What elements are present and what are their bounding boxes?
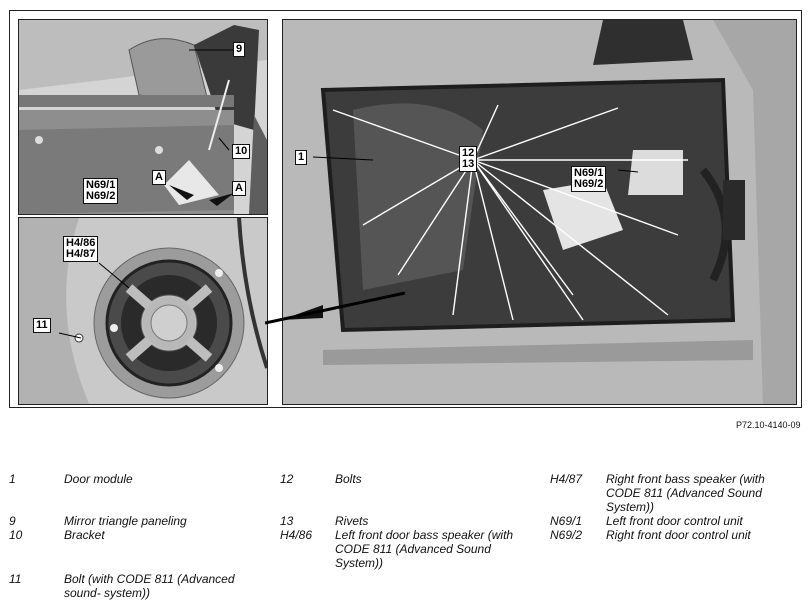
callout-10: 10 xyxy=(232,144,251,159)
main-panel-door-module: 1 12 13 N69/1 N69/2 xyxy=(282,19,797,405)
callout-n69-top: N69/1 N69/2 xyxy=(83,178,119,204)
legend-value: Left front door control unit xyxy=(606,514,743,528)
legend-value: Bolts xyxy=(335,472,362,486)
legend-key: H4/87 xyxy=(550,472,583,486)
legend-value: Right front bass speaker (with CODE 811 … xyxy=(606,472,765,514)
legend-key: H4/86 xyxy=(280,528,313,542)
callout-a-right: A xyxy=(232,181,246,196)
bass-speaker-drawing xyxy=(19,218,267,404)
callout-11: 11 xyxy=(33,318,51,333)
legend-value: Rivets xyxy=(335,514,369,528)
detail-panel-mirror-triangle: 9 10 A A N69/1 N69/2 xyxy=(18,19,268,215)
legend-key: 12 xyxy=(280,472,294,486)
detail-pointer-line xyxy=(265,291,406,325)
legend-value: Bracket xyxy=(64,528,105,542)
callout-h4: H4/86 H4/87 xyxy=(63,236,99,262)
callout-n69-right: N69/1 N69/2 xyxy=(571,166,607,192)
legend-key: 1 xyxy=(9,472,16,486)
legend-key: N69/2 xyxy=(550,528,583,542)
door-module-drawing xyxy=(283,20,796,404)
detail-panel-bass-speaker: H4/86 H4/87 11 xyxy=(18,217,268,405)
legend-value: Mirror triangle paneling xyxy=(64,514,187,528)
legend-key: N69/1 xyxy=(550,514,583,528)
legend-key: 11 xyxy=(9,572,22,586)
figure-reference: P72.10-4140-09 xyxy=(736,420,801,430)
callout-a-left: A xyxy=(152,170,166,185)
callout-1: 1 xyxy=(295,150,308,165)
illustration-frame: 9 10 A A N69/1 N69/2 H4/86 H4/87 11 xyxy=(9,10,802,408)
callout-9: 9 xyxy=(233,42,246,57)
legend: 1 Door module 9 Mirror triangle paneling… xyxy=(0,470,811,609)
legend-value: Bolt (with CODE 811 (Advanced sound- sys… xyxy=(64,572,235,600)
legend-key: 13 xyxy=(280,514,294,528)
leader-lines xyxy=(332,104,688,321)
legend-value: Door module xyxy=(64,472,133,486)
legend-value: Left front door bass speaker (with CODE … xyxy=(335,528,514,570)
legend-key: 9 xyxy=(9,514,16,528)
callout-12-13: 12 13 xyxy=(459,146,478,172)
mirror-triangle-drawing xyxy=(19,20,267,214)
legend-key: 10 xyxy=(9,528,23,542)
legend-value: Right front door control unit xyxy=(606,528,751,542)
